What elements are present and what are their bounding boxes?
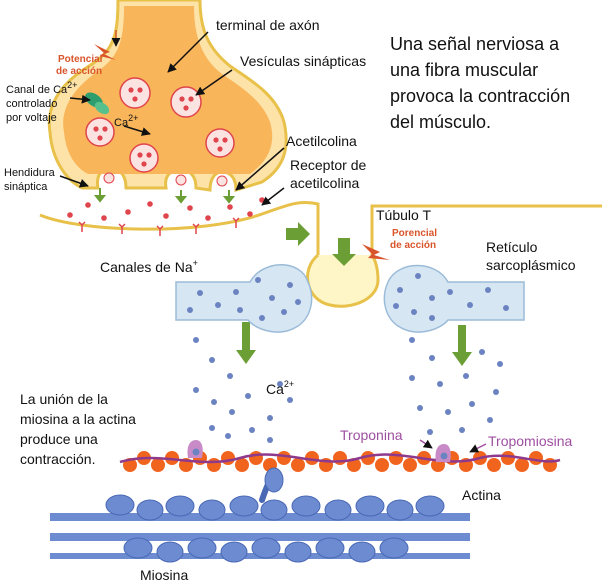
myosin-filament <box>50 467 470 563</box>
action-potential-label: de acción <box>56 66 102 77</box>
synaptic-cleft-label: sináptica <box>4 181 48 193</box>
title-line: una fibra muscular <box>390 60 538 80</box>
vesicle <box>170 86 202 118</box>
fusing-vesicles <box>103 172 228 187</box>
binding-note-line: miosina a la actina <box>20 411 136 427</box>
sarcoplasmic-reticulum-label: sarcoplásmico <box>486 257 576 273</box>
title: Una señal nerviosa a una fibra muscular … <box>390 34 570 132</box>
release-arrows <box>93 188 236 204</box>
acetylcholine-label: Acetilcolina <box>286 133 357 149</box>
ca-channel-label: controlado <box>6 98 57 110</box>
t-tubule-label: Túbulo T <box>376 207 431 223</box>
arrow-right-icon <box>286 222 310 246</box>
muscle-membrane <box>39 200 320 255</box>
troponin-complexes <box>187 440 451 462</box>
sarcoplasmic-reticulum-left <box>175 264 313 333</box>
calcium-ions <box>187 273 509 443</box>
arrow-down-icon <box>236 322 256 364</box>
arrow-down-icon <box>332 238 356 266</box>
binding-note-line: produce una <box>20 431 98 447</box>
sarcoplasmic-reticulum-label: Retículo <box>486 239 538 255</box>
binding-note-line: contracción. <box>20 451 95 467</box>
ach-receptor-label: Receptor de <box>290 157 366 173</box>
tropomyosin-label: Tropomiosina <box>488 433 573 449</box>
vesicle <box>205 128 235 158</box>
myosin-label: Miosina <box>140 567 188 583</box>
acetylcholine-receptors <box>78 217 240 236</box>
binding-note-line: La unión de la <box>20 391 108 407</box>
title-line: provoca la contracción <box>390 86 570 106</box>
ach-receptor-label: acetilcolina <box>290 175 359 191</box>
troponin-pointer <box>419 439 433 449</box>
action-potential-label-2: de acción <box>390 240 436 251</box>
label-pointers <box>59 31 285 206</box>
calcium-label: Ca2+ <box>266 379 294 397</box>
na-channels-label: Canales de Na+ <box>100 258 198 275</box>
action-potential-label-2: Porencial <box>392 228 437 239</box>
action-potential-bolt-2 <box>362 244 390 260</box>
muscle-membrane-right <box>370 204 602 255</box>
ca-ion-label: Ca2+ <box>114 113 138 129</box>
vesicle <box>85 117 115 147</box>
synaptic-vesicles-label: Vesículas sinápticas <box>240 53 366 69</box>
ca-channel-label: por voltaje <box>6 112 57 124</box>
arrow-down-icon <box>452 325 472 366</box>
sarcoplasmic-reticulum-right <box>383 264 525 333</box>
actin-label: Actina <box>462 487 501 503</box>
tropomyosin-strand <box>119 453 561 464</box>
axon-terminal-label: terminal de axón <box>216 17 320 33</box>
acetylcholine-molecules <box>67 197 265 221</box>
action-potential-bolt-1 <box>94 44 116 60</box>
action-potential-label: Potencial <box>58 54 103 65</box>
title-line: del músculo. <box>390 112 491 132</box>
synaptic-vesicles <box>85 77 235 173</box>
signal-flow-arrows <box>236 222 472 366</box>
troponin-label: Troponina <box>340 427 403 443</box>
synaptic-cleft-label: Hendidura <box>4 167 56 179</box>
vesicle <box>129 143 159 173</box>
vesicle <box>119 77 151 109</box>
tropomyosin-pointer <box>469 443 487 453</box>
title-line: Una señal nerviosa a <box>390 34 560 54</box>
ca-channel-label: Canal de Ca2+ <box>6 80 77 96</box>
